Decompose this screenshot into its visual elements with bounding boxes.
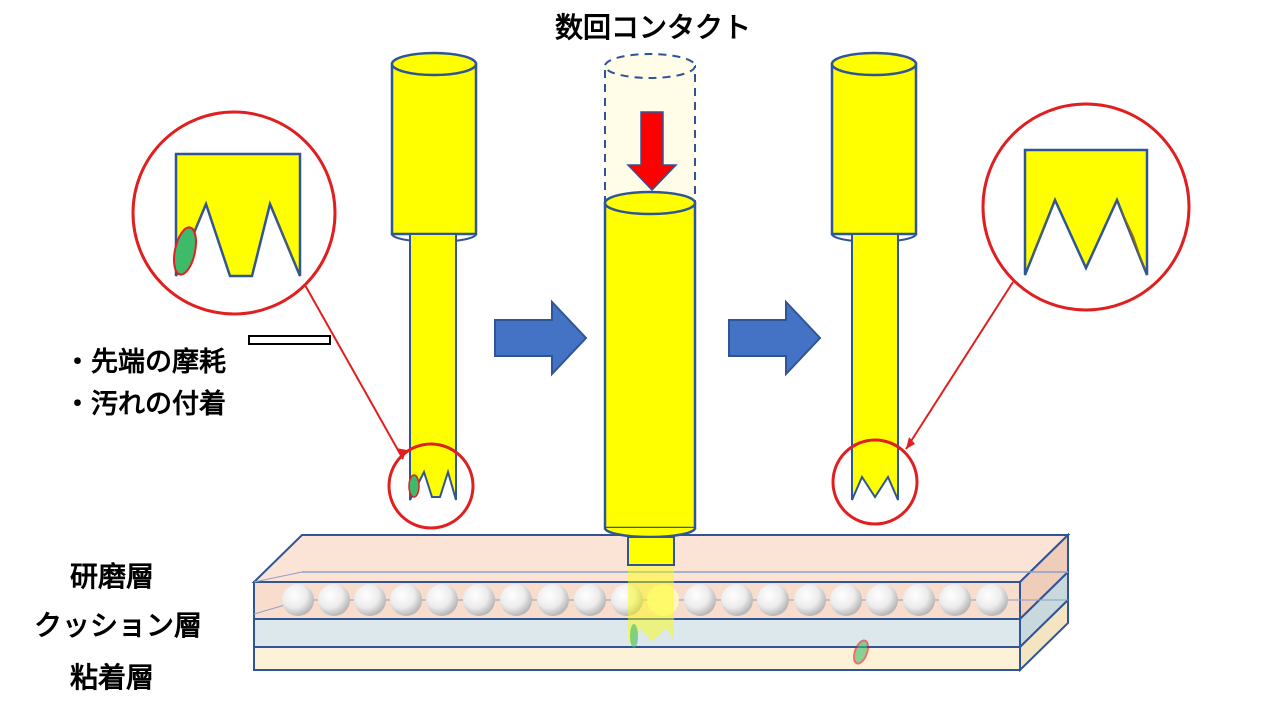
- layer-label-cushion: クッション層: [34, 609, 203, 642]
- zoom-leader-line: [905, 281, 1014, 450]
- adhesive-layer-front: [253, 646, 1021, 671]
- debris-particle: [853, 639, 869, 665]
- magnifier-circle-icon: [131, 110, 337, 316]
- zoom-target-circle: [831, 438, 919, 526]
- label-box: [248, 335, 331, 345]
- abrasive-particles: [282, 584, 1008, 616]
- down-arrow-icon: [626, 111, 678, 192]
- probe-after: [830, 51, 918, 501]
- polishing-sheet: [251, 532, 1071, 673]
- probe-before: [390, 51, 478, 501]
- diagram-title: 数回コンタクト: [554, 11, 751, 44]
- debris-particle: [630, 624, 638, 648]
- layer-label-abrasive: 研磨層: [70, 560, 155, 593]
- probe-contact: [603, 53, 697, 566]
- zoom-leader-line: [304, 284, 404, 460]
- note-tip-wear: ・先端の摩耗: [64, 347, 226, 378]
- zoom-target-circle: [387, 442, 475, 530]
- note-dirt-adhesion: ・汚れの付着: [64, 389, 226, 420]
- magnifier-circle-icon: [981, 102, 1191, 312]
- right-arrow-icon: [728, 299, 822, 377]
- right-arrow-icon: [494, 299, 588, 377]
- adhesive-layer-side: [1019, 597, 1069, 673]
- layer-label-adhesive: 粘着層: [70, 661, 155, 694]
- needle-in-sheet: [628, 566, 674, 645]
